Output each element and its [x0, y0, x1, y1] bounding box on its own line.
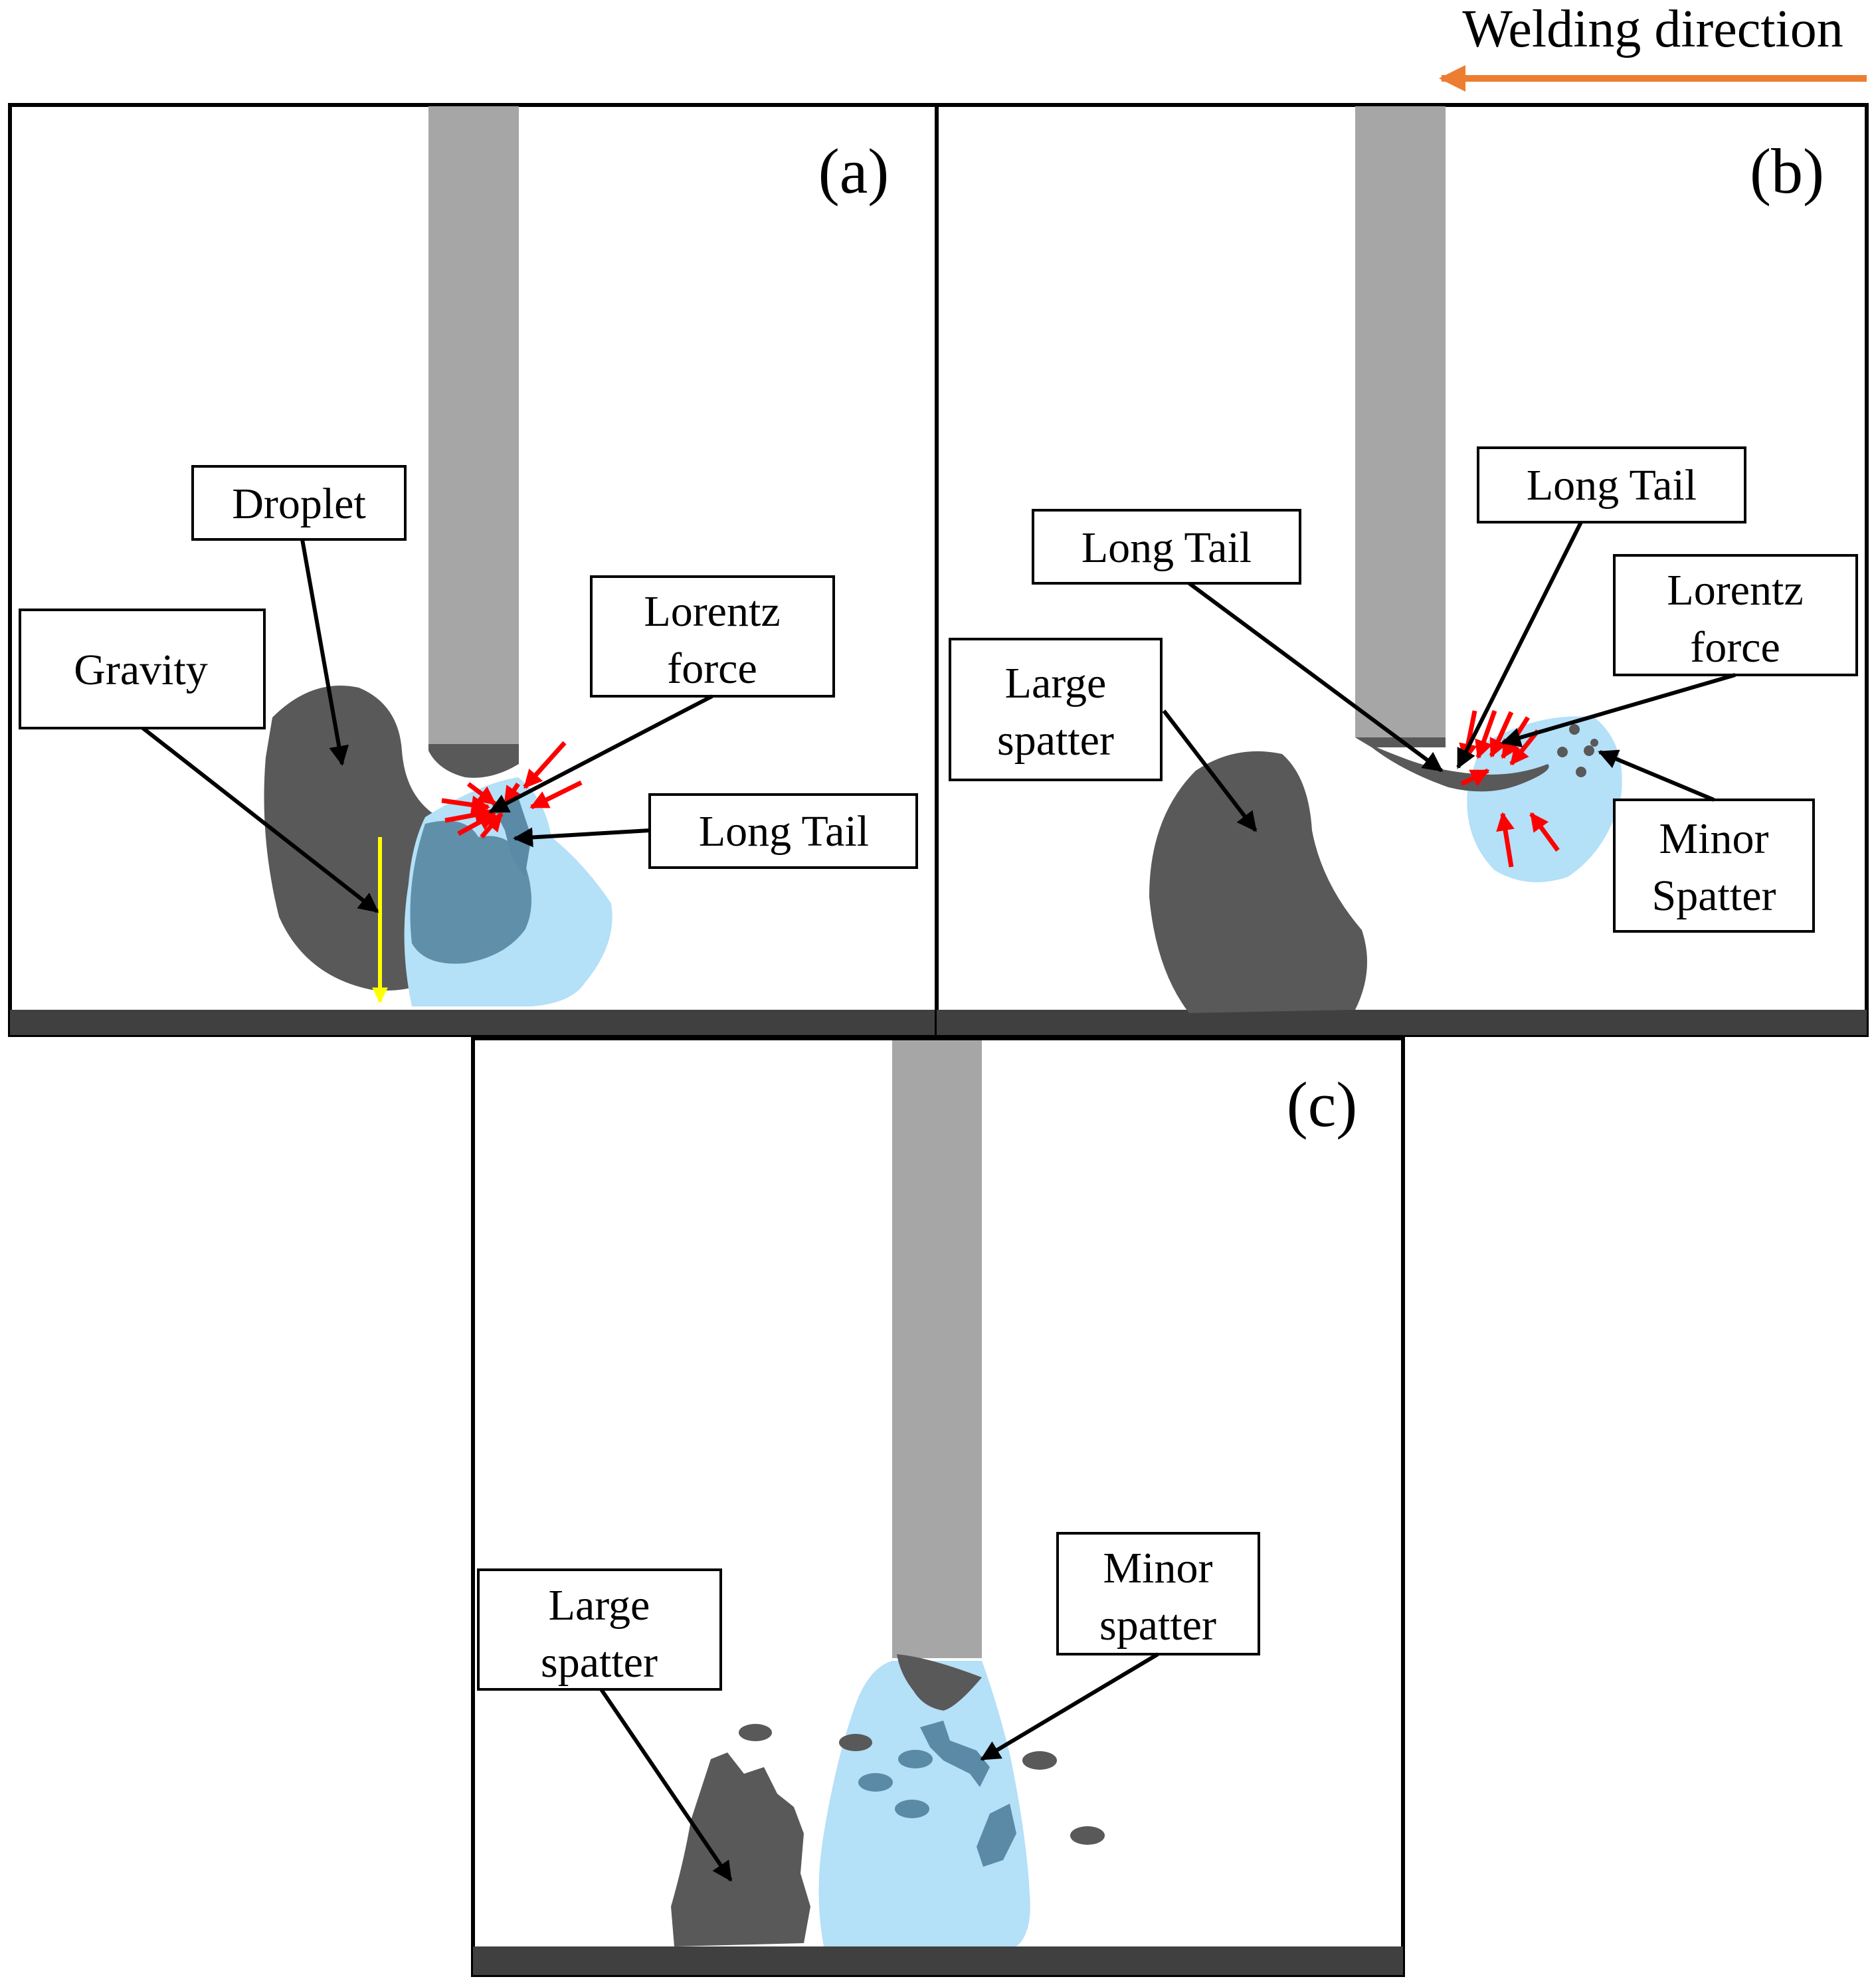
lorentz-force-label-line1: Lorentz	[644, 587, 780, 636]
large-spatter-label-line2: spatter	[541, 1638, 658, 1687]
panel-c-ground	[473, 1946, 1403, 1975]
large-spatter-label-line1: Large	[1005, 659, 1107, 708]
minor-spatter-label-line1: Minor	[1103, 1544, 1213, 1592]
minor-spatter-label-box	[1056, 1532, 1260, 1655]
welding-direction-label: Welding direction	[1462, 0, 1843, 58]
lorentz-force-leader	[488, 694, 713, 814]
minor-spatter-leader	[980, 1652, 1159, 1761]
minor-spatter-label-line2: Spatter	[1652, 872, 1776, 920]
large-spatter-leader	[599, 1688, 733, 1882]
panel-a-tag: (a)	[818, 136, 890, 207]
panel-a-ground	[10, 1010, 937, 1035]
large-spatter-label-box	[477, 1568, 722, 1691]
minor-spatter-dots	[1557, 724, 1598, 777]
panel-c: (c) Large spatter Minor spatter	[471, 1036, 1405, 1977]
large-spatter-label-line1: Large	[549, 1581, 650, 1630]
panel-c-tag: (c)	[1287, 1069, 1358, 1140]
electrode	[892, 1040, 982, 1658]
lorentz-force-label-line2: force	[1690, 623, 1780, 672]
long-tail-left-label: Long Tail	[1081, 523, 1252, 572]
electrode	[428, 106, 519, 744]
lorentz-force-leader	[1501, 673, 1736, 747]
electrode	[1355, 106, 1446, 737]
large-spatter-label-box	[949, 638, 1163, 781]
lorentz-force-arrows	[441, 741, 583, 839]
gravity-leader	[141, 726, 379, 913]
droplet-label-box	[191, 465, 407, 541]
lorentz-force-label-line2: force	[667, 644, 757, 693]
panel-b-tag: (b)	[1750, 136, 1824, 207]
electrode-tip-melt	[428, 744, 519, 778]
long-tail-label: Long Tail	[699, 807, 869, 856]
minor-spatter-label-line2: spatter	[1099, 1601, 1216, 1650]
minor-spatter-leader	[1598, 749, 1715, 802]
large-spatter-leader	[1162, 709, 1258, 832]
droplet-overlap	[410, 820, 531, 964]
welding-direction-indicator: Welding direction	[1439, 0, 1867, 92]
long-tail-right-label: Long Tail	[1527, 461, 1697, 510]
droplet-label: Droplet	[232, 480, 366, 528]
lorentz-force-label-box	[1613, 554, 1858, 676]
long-tail-left-leader	[1188, 581, 1444, 773]
large-spatter-shape	[1149, 751, 1367, 1013]
panel-b-ground	[937, 1010, 1867, 1035]
minor-spatter-label-box	[1613, 799, 1815, 933]
gravity-label: Gravity	[74, 646, 208, 694]
large-spatter-shape	[671, 1752, 810, 1946]
long-tail-right-leader	[1456, 521, 1583, 769]
large-spatter-label-line2: spatter	[997, 716, 1114, 765]
panel-b: (b) Long Tail Long Tail	[935, 103, 1869, 1037]
droplet-leader	[300, 539, 349, 766]
gravity-label-box	[19, 609, 266, 729]
lorentz-force-label-box	[590, 575, 835, 698]
long-tail-left-label-box	[1032, 509, 1301, 585]
long-tail-right-label-box	[1477, 446, 1746, 523]
long-tail-shape	[1355, 737, 1549, 792]
minor-spatter-dots	[739, 1721, 1105, 1867]
lorentz-force-label-line1: Lorentz	[1667, 566, 1803, 614]
panel-a: (a) Droplet Gravity Lorentz force Lo	[8, 103, 939, 1037]
minor-spatter-label-line1: Minor	[1659, 814, 1769, 863]
long-tail-leader	[513, 827, 650, 848]
electrode-tip-melt	[897, 1654, 982, 1711]
